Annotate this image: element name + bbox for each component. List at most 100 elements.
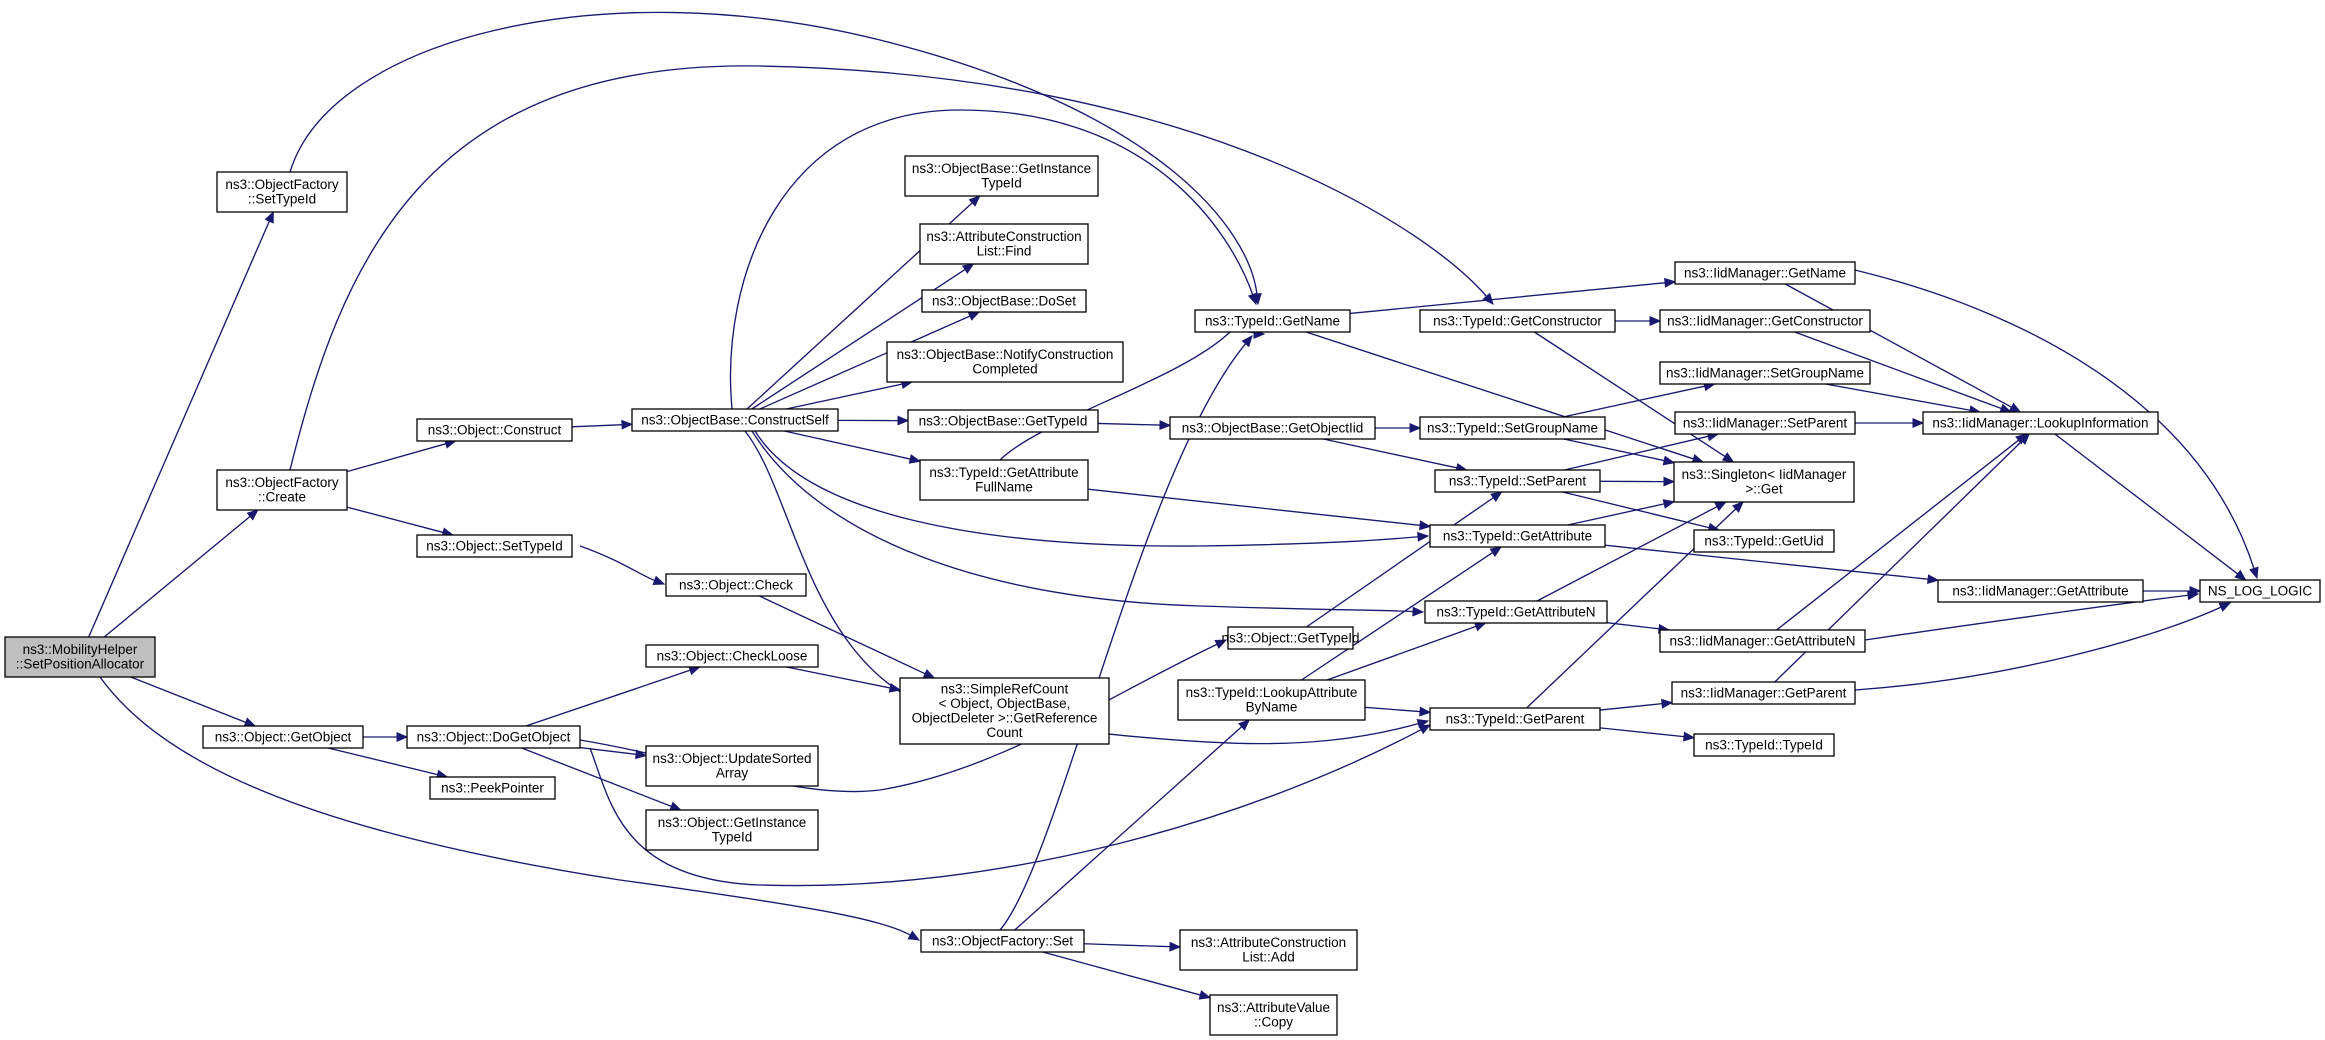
function-node-av-copy[interactable]: ns3::AttributeValue::Copy (1209, 994, 1338, 1036)
edge-line (1014, 725, 1243, 931)
edge-line (1854, 269, 2255, 570)
edge-arrowhead (1169, 941, 1182, 952)
function-node-t-setgroupname[interactable]: ns3::TypeId::SetGroupName (1419, 416, 1606, 440)
function-node-im-getparent[interactable]: ns3::IidManager::GetParent (1671, 681, 1856, 705)
function-node-o-getobject[interactable]: ns3::Object::GetObject (202, 725, 364, 749)
node-box (1434, 469, 1601, 493)
function-node-ob-doset[interactable]: ns3::ObjectBase::DoSet (921, 289, 1087, 313)
node-label-line: TypeId (981, 176, 1022, 191)
edge-line (346, 442, 448, 473)
function-node-ob-getobjectiid[interactable]: ns3::ObjectBase::GetObjectIid (1169, 416, 1376, 440)
edge-arrowhead (634, 749, 648, 760)
function-node-t-getattribute[interactable]: ns3::TypeId::GetAttribute (1429, 524, 1606, 548)
function-node-im-getname[interactable]: ns3::IidManager::GetName (1674, 261, 1856, 285)
function-nodes: ns3::MobilityHelper::SetPositionAllocato… (4, 155, 2321, 1036)
node-label-line: ns3::IidManager::LookupInformation (1932, 415, 2148, 430)
edge-line (784, 430, 912, 460)
call-edge-of_set-to-av_copy (1042, 951, 1212, 1000)
function-node-root[interactable]: ns3::MobilityHelper::SetPositionAllocato… (4, 636, 156, 678)
function-node-im-getconstructor[interactable]: ns3::IidManager::GetConstructor (1659, 309, 1871, 333)
edge-line (1042, 951, 1202, 996)
edge-line (1301, 551, 1494, 681)
node-label-line: FullName (975, 480, 1033, 495)
function-node-singleton-get[interactable]: ns3::Singleton< IidManager>::Get (1673, 461, 1855, 503)
node-label-line: ns3::ObjectBase::ConstructSelf (641, 412, 829, 427)
edge-arrowhead (1662, 455, 1676, 466)
node-box (1194, 309, 1351, 333)
function-node-simplerefcount[interactable]: ns3::SimpleRefCount< Object, ObjectBase,… (899, 677, 1110, 745)
node-box (1419, 416, 1606, 440)
function-node-o-checkloose[interactable]: ns3::Object::CheckLoose (645, 644, 819, 668)
call-edge-ob_constructself-to-ob_gettypeid (837, 415, 910, 426)
node-label-line: List::Find (977, 244, 1032, 259)
edge-line (1854, 606, 2223, 691)
function-node-t-getname[interactable]: ns3::TypeId::GetName (1194, 309, 1351, 333)
edge-arrowhead (1731, 501, 1744, 513)
function-node-im-getattributen[interactable]: ns3::IidManager::GetAttributeN (1659, 629, 1866, 653)
function-node-ns-log-logic[interactable]: NS_LOG_LOGIC (2199, 579, 2321, 603)
call-edge-of_create-to-t_getconstructor (289, 65, 1494, 471)
node-label-line: ns3::Object::GetTypeId (1221, 630, 1359, 645)
node-box (1693, 733, 1835, 757)
call-edge-im_getparent-to-ns_log_logic (1854, 602, 2232, 691)
function-node-t-getattributen[interactable]: ns3::TypeId::GetAttributeN (1424, 600, 1608, 624)
function-node-im-getattribute[interactable]: ns3::IidManager::GetAttribute (1937, 579, 2144, 603)
node-label-line: ns3::TypeId::GetParent (1446, 711, 1585, 726)
function-node-t-setparent[interactable]: ns3::TypeId::SetParent (1434, 469, 1601, 493)
call-edge-im_getconstructor-to-im_lookupinfo (1794, 331, 2013, 413)
node-label-line: ns3::TypeId::GetConstructor (1433, 313, 1602, 328)
function-node-o-check[interactable]: ns3::Object::Check (665, 573, 807, 597)
call-edge-of_set-to-t_getname (999, 335, 1253, 931)
function-node-im-setparent[interactable]: ns3::IidManager::SetParent (1674, 411, 1856, 435)
function-node-o-dogetobject[interactable]: ns3::Object::DoGetObject (406, 725, 581, 749)
node-box (1169, 416, 1376, 440)
edge-line (103, 515, 252, 638)
function-node-t-getconstructor[interactable]: ns3::TypeId::GetConstructor (1419, 309, 1616, 333)
function-node-ob-gettypeid[interactable]: ns3::ObjectBase::GetTypeId (907, 409, 1099, 433)
edge-line (1563, 438, 1666, 462)
edge-line (289, 65, 1488, 471)
edge-arrowhead (1416, 718, 1430, 729)
call-edge-o_dogetobject-to-t_getparent (589, 724, 1432, 887)
function-node-ob-notify[interactable]: ns3::ObjectBase::NotifyConstructionCompl… (886, 341, 1124, 383)
call-edge-t_getconstructor-to-singleton_get (1533, 331, 1735, 463)
function-node-o-construct[interactable]: ns3::Object::Construct (416, 418, 573, 442)
edge-line (328, 747, 439, 776)
function-node-ob-constructself[interactable]: ns3::ObjectBase::ConstructSelf (631, 408, 839, 432)
edge-arrowhead (961, 263, 975, 274)
function-node-im-lookupinfo[interactable]: ns3::IidManager::LookupInformation (1922, 411, 2159, 435)
edge-arrowhead (1489, 546, 1503, 557)
edge-arrowhead (1661, 698, 1674, 709)
edge-arrowhead (1927, 574, 1940, 585)
function-node-of-create[interactable]: ns3::ObjectFactory::Create (216, 469, 348, 511)
function-node-o-settypeid[interactable]: ns3::Object::SetTypeId (416, 534, 573, 558)
function-node-of-set[interactable]: ns3::ObjectFactory::Set (920, 929, 1085, 953)
function-node-im-setgroupname[interactable]: ns3::IidManager::SetGroupName (1659, 361, 1871, 385)
edge-arrowhead (2249, 566, 2259, 580)
function-node-t-getparent[interactable]: ns3::TypeId::GetParent (1429, 707, 1601, 731)
call-edge-root-to-of_settypeid (88, 210, 274, 638)
node-box (1659, 361, 1871, 385)
function-node-peekpointer[interactable]: ns3::PeekPointer (429, 776, 556, 800)
function-node-o-gettypeid[interactable]: ns3::Object::GetTypeId (1221, 626, 1360, 650)
call-edge-o_getobject-to-o_dogetobject (363, 732, 409, 742)
edge-line (751, 430, 1415, 613)
edge-arrowhead (264, 210, 274, 224)
function-node-t-getuid[interactable]: ns3::TypeId::GetUid (1693, 529, 1835, 553)
function-node-of-settypeid[interactable]: ns3::ObjectFactory::SetTypeId (216, 171, 348, 213)
node-box (1693, 529, 1835, 553)
function-node-t-typeid[interactable]: ns3::TypeId::TypeId (1693, 733, 1835, 757)
call-edge-ob_getobjectiid-to-t_setgroupname (1375, 423, 1422, 433)
edge-arrowhead (1714, 501, 1727, 512)
edge-arrowhead (1482, 292, 1494, 305)
edge-line (999, 342, 1247, 931)
call-edge-ob_constructself-to-t_getattrfullname (784, 430, 922, 464)
